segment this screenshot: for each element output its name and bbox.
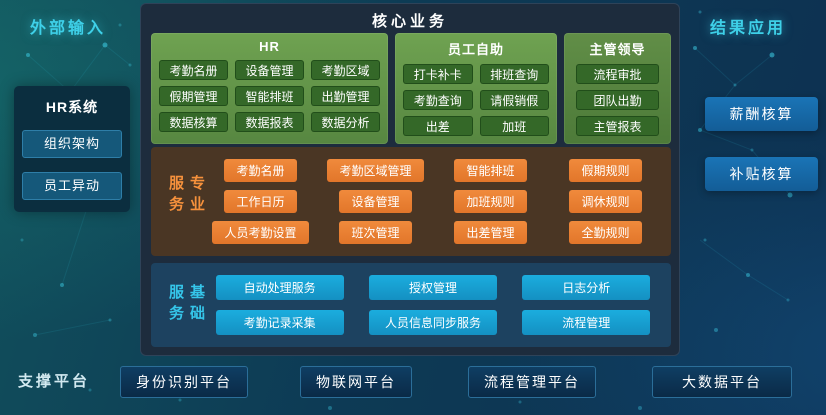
basic-service-node: 自动处理服务	[215, 275, 344, 300]
professional-service-node: 全勤规则	[569, 221, 642, 244]
leader-group-title: 主管领导	[589, 42, 646, 57]
basic-service-node: 人员信息同步服务	[368, 310, 497, 335]
leader-grid: 流程审批 团队出勤 主管报表	[564, 64, 671, 136]
self-service-function-node: 排班查询	[479, 64, 549, 84]
hr-function-node: 数据报表	[235, 112, 304, 132]
professional-service-node: 班次管理	[339, 221, 412, 244]
basic-service-node: 考勤记录采集	[215, 310, 344, 335]
professional-service-node: 工作日历	[224, 190, 297, 213]
self-service-function-node: 打卡补卡	[403, 64, 473, 84]
salary-calculation-node: 薪酬核算	[705, 97, 818, 131]
leader-function-node: 流程审批	[576, 64, 659, 84]
result-application-label: 结果应用	[710, 20, 787, 37]
employee-change-node: 员工异动	[22, 172, 122, 200]
professional-service-node: 考勤区域管理	[327, 159, 424, 182]
leader-function-node: 主管报表	[576, 116, 659, 136]
hr-function-node: 数据核算	[159, 112, 228, 132]
self-service-function-node: 出差	[403, 116, 473, 136]
bigdata-platform-node: 大数据平台	[652, 366, 792, 398]
basic-service-node: 日志分析	[522, 275, 651, 300]
hr-group-title: HR	[259, 39, 280, 54]
professional-service-node: 智能排班	[454, 159, 527, 182]
subsidy-calculation-node: 补贴核算	[705, 157, 818, 191]
self-service-function-node: 考勤查询	[403, 90, 473, 110]
support-platform-label: 支撑平台	[18, 373, 91, 390]
professional-service-node: 加班规则	[454, 190, 527, 213]
hr-function-node: 出勤管理	[311, 86, 380, 106]
identity-platform-node: 身份识别平台	[120, 366, 248, 398]
hr-function-node: 智能排班	[235, 86, 304, 106]
hr-function-node: 考勤名册	[159, 60, 228, 80]
professional-service-grid: 考勤名册 考勤区域管理 智能排班 假期规则 工作日历 设备管理 加班规则 调休规…	[203, 155, 663, 248]
self-service-function-node: 请假销假	[479, 90, 549, 110]
hr-function-node: 数据分析	[311, 112, 380, 132]
hr-function-node: 设备管理	[235, 60, 304, 80]
self-service-grid: 打卡补卡 排班查询 考勤查询 请假销假 出差 加班	[395, 64, 557, 136]
hr-group-panel: HR 考勤名册 设备管理 考勤区域 假期管理 智能排班 出勤管理 数据核算 数据…	[151, 33, 388, 144]
professional-service-node: 考勤名册	[224, 159, 297, 182]
hr-function-node: 假期管理	[159, 86, 228, 106]
hr-function-node: 考勤区域	[311, 60, 380, 80]
professional-service-node: 假期规则	[569, 159, 642, 182]
core-business-panel: 核心业务 HR 考勤名册 设备管理 考勤区域 假期管理 智能排班 出勤管理 数据…	[140, 3, 680, 356]
professional-service-node: 出差管理	[454, 221, 527, 244]
professional-service-node: 人员考勤设置	[212, 221, 309, 244]
hr-system-title: HR系统	[45, 99, 99, 115]
professional-service-panel: 专业服务 考勤名册 考勤区域管理 智能排班 假期规则 工作日历 设备管理 加班规…	[151, 147, 671, 256]
external-input-label: 外部输入	[30, 20, 107, 37]
core-business-title: 核心业务	[371, 13, 448, 30]
professional-service-label: 专业服务	[167, 174, 205, 217]
workflow-platform-node: 流程管理平台	[468, 366, 596, 398]
basic-service-grid: 自动处理服务 授权管理 日志分析 考勤记录采集 人员信息同步服务 流程管理	[203, 270, 663, 340]
iot-platform-node: 物联网平台	[300, 366, 412, 398]
self-service-function-node: 加班	[479, 116, 549, 136]
hr-group-grid: 考勤名册 设备管理 考勤区域 假期管理 智能排班 出勤管理 数据核算 数据报表 …	[151, 60, 388, 132]
leader-function-node: 团队出勤	[576, 90, 659, 110]
basic-service-label: 基础服务	[167, 284, 205, 326]
self-service-group-title: 员工自助	[447, 42, 504, 57]
basic-service-panel: 基础服务 自动处理服务 授权管理 日志分析 考勤记录采集 人员信息同步服务 流程…	[151, 263, 671, 347]
basic-service-node: 授权管理	[368, 275, 497, 300]
professional-service-node: 调休规则	[569, 190, 642, 213]
org-structure-node: 组织架构	[22, 130, 122, 158]
self-service-group-panel: 员工自助 打卡补卡 排班查询 考勤查询 请假销假 出差 加班	[395, 33, 557, 144]
leader-group-panel: 主管领导 流程审批 团队出勤 主管报表	[564, 33, 671, 144]
basic-service-node: 流程管理	[522, 310, 651, 335]
professional-service-node: 设备管理	[339, 190, 412, 213]
hr-system-panel: HR系统 组织架构 员工异动	[14, 86, 130, 212]
